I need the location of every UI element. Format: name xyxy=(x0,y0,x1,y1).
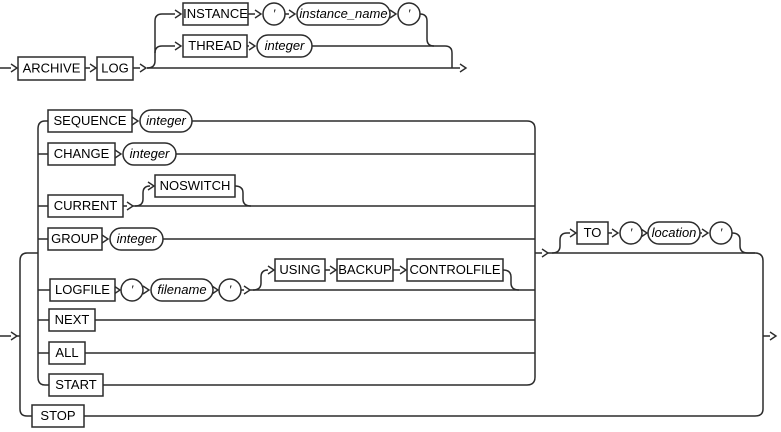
node-all-label: ALL xyxy=(55,345,78,360)
node-backup-label: BACKUP xyxy=(338,262,391,277)
node-noswitch: NOSWITCH xyxy=(154,174,236,198)
node-group: GROUP xyxy=(47,227,103,251)
node-group-label: GROUP xyxy=(51,231,99,246)
arrowheads-main xyxy=(10,116,778,341)
node-change-label: CHANGE xyxy=(54,146,110,161)
node-current-label: CURRENT xyxy=(54,198,118,213)
quote-terminal: ' xyxy=(397,2,421,26)
node-sequence-label: SEQUENCE xyxy=(54,113,127,128)
quote-terminal: ' xyxy=(120,278,144,302)
node-stop-label: STOP xyxy=(40,408,75,423)
node-all: ALL xyxy=(48,341,86,365)
node-instance: INSTANCE xyxy=(182,2,249,26)
node-thread-label: THREAD xyxy=(188,38,241,53)
node-start-label: START xyxy=(55,377,96,392)
var-filename: filename xyxy=(150,278,214,302)
node-noswitch-label: NOSWITCH xyxy=(160,178,231,193)
node-stop: STOP xyxy=(31,404,85,428)
var-instance-name-label: instance_name xyxy=(299,6,387,21)
svg-text:': ' xyxy=(720,225,723,240)
var-location: location xyxy=(647,221,701,245)
var-integer-thread: integer xyxy=(256,34,313,58)
svg-text:': ' xyxy=(630,225,633,240)
node-log-label: LOG xyxy=(101,61,128,76)
node-using: USING xyxy=(274,258,326,282)
node-current: CURRENT xyxy=(47,194,124,218)
var-location-label: location xyxy=(652,225,697,240)
node-logfile: LOGFILE xyxy=(49,278,116,302)
arrowheads-top xyxy=(10,9,468,73)
node-instance-label: INSTANCE xyxy=(183,6,248,21)
quote-terminal: ' xyxy=(218,278,242,302)
var-integer-sequence: integer xyxy=(139,109,193,133)
node-thread: THREAD xyxy=(182,34,248,58)
node-controlfile-label: CONTROLFILE xyxy=(409,262,500,277)
svg-text:': ' xyxy=(229,282,232,297)
connector-lines-top xyxy=(0,13,460,69)
svg-text:integer: integer xyxy=(117,231,157,246)
var-integer-group: integer xyxy=(109,227,164,251)
node-archive-label: ARCHIVE xyxy=(23,61,81,76)
var-instance-name: instance_name xyxy=(296,2,391,26)
var-filename-label: filename xyxy=(157,282,206,297)
node-sequence: SEQUENCE xyxy=(47,109,133,133)
node-log: LOG xyxy=(96,56,134,81)
node-using-label: USING xyxy=(279,262,320,277)
svg-text:': ' xyxy=(131,282,134,297)
node-backup: BACKUP xyxy=(336,258,394,282)
node-to-label: TO xyxy=(584,225,602,240)
node-to: TO xyxy=(576,221,609,245)
node-controlfile: CONTROLFILE xyxy=(406,258,504,282)
svg-text:integer: integer xyxy=(265,38,305,53)
svg-text:': ' xyxy=(408,6,411,21)
node-change: CHANGE xyxy=(47,142,116,166)
node-logfile-label: LOGFILE xyxy=(55,282,110,297)
connector-lines-main xyxy=(0,120,770,417)
node-next-label: NEXT xyxy=(55,312,90,327)
svg-text:integer: integer xyxy=(146,113,186,128)
var-integer-change: integer xyxy=(122,142,177,166)
quote-terminal: ' xyxy=(619,221,643,245)
node-archive: ARCHIVE xyxy=(17,56,86,81)
quote-terminal: ' xyxy=(262,2,286,26)
quote-terminal: ' xyxy=(709,221,733,245)
node-start: START xyxy=(48,373,104,397)
svg-text:integer: integer xyxy=(130,146,170,161)
svg-text:': ' xyxy=(273,6,276,21)
node-next: NEXT xyxy=(48,308,96,332)
